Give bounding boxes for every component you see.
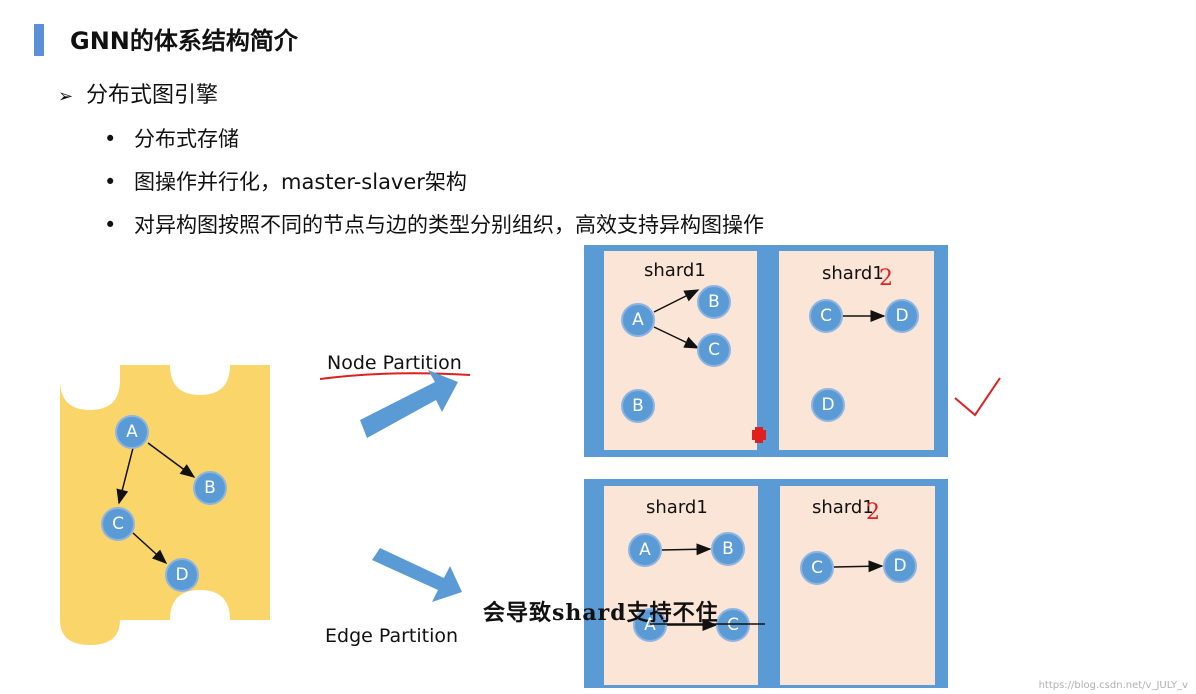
node-d: D [885,299,919,333]
shard-title: shard1 [822,263,884,284]
node-c: C [716,608,750,642]
node-a: A [633,608,667,642]
cursor-marker-icon [752,427,766,443]
node-partition-group: shard1 A B C B shard1 2 C D D [584,245,948,457]
svg-text:A: A [639,540,651,560]
handwritten-note: 会导致shard支持不住 [483,600,719,626]
shard-title: shard1 [644,260,706,281]
node-d: D [811,388,845,422]
svg-text:C: C [820,306,832,326]
red-underline [319,372,471,380]
svg-text:A: A [644,615,656,635]
node-d: D [883,549,917,583]
svg-text:B: B [722,539,734,559]
svg-text:B: B [632,396,644,416]
handwritten-annotation: 2 [866,500,880,525]
svg-text:B: B [708,292,720,312]
edge-a-b [661,543,712,556]
svg-text:D: D [821,395,834,415]
bullet-heterogeneous-graph: • 对异构图按照不同的节点与边的类型分别组织，高效支持异构图操作 [104,210,764,240]
slide-title: GNN的体系结构简介 [70,27,298,55]
node-c: C [809,299,843,333]
edge-a-b [147,442,196,478]
node-a: A [115,415,149,449]
node-a: A [621,303,655,337]
arrow-bullet-icon: ➢ [58,86,74,107]
svg-text:D: D [893,556,906,576]
edge-partition-label: Edge Partition [325,625,458,647]
edge-a-b [653,289,700,313]
shard-title: shard1 [812,497,874,518]
bullet-text: 分布式图引擎 [86,83,219,108]
node-b: B [711,532,745,566]
dot-bullet-icon: • [104,213,117,237]
node-b: B [621,389,655,423]
edge-c-d [132,532,168,565]
arrow-to-edge-partition-icon [372,548,462,602]
bullet-text: 图操作并行化，master-slaver架构 [134,170,467,194]
bullet-distributed-graph-engine: ➢ 分布式图引擎 [58,80,218,113]
bullet-distributed-storage: • 分布式存储 [104,124,239,154]
svg-text:A: A [126,422,138,442]
node-c: C [697,333,731,367]
edge-c-d [833,560,884,573]
shard-title: shard1 [646,497,708,518]
svg-text:C: C [112,514,124,534]
edge-partition-shard-left [604,486,758,685]
node-partition-shard-right [779,251,934,450]
handwritten-annotation: 2 [879,266,893,291]
edge-a-c [116,447,134,505]
red-checkmark-icon [954,377,1001,417]
edge-partition-shard-right [780,486,935,685]
node-c: C [101,507,135,541]
node-b: B [697,285,731,319]
dot-bullet-icon: • [104,170,117,194]
graph-storage-shape [60,365,270,645]
bullet-text: 对异构图按照不同的节点与边的类型分别组织，高效支持异构图操作 [134,213,764,237]
node-d: D [165,558,199,592]
svg-text:C: C [811,558,823,578]
node-b: B [193,471,227,505]
svg-text:B: B [204,478,216,498]
bullet-graph-parallel: • 图操作并行化，master-slaver架构 [104,167,467,197]
edge-a-c [653,326,700,349]
svg-text:D: D [895,306,908,326]
svg-text:C: C [727,615,739,635]
svg-text:D: D [175,565,188,585]
node-a: A [628,533,662,567]
edge-partition-group: shard1 A B A C shard1 2 C D [584,479,948,688]
svg-text:A: A [632,310,644,330]
watermark: https://blog.csdn.net/v_JULY_v [1039,680,1189,691]
title-accent-bar [34,24,44,56]
bullet-text: 分布式存储 [134,127,239,151]
svg-text:C: C [708,340,720,360]
dot-bullet-icon: • [104,127,117,151]
node-partition-label: Node Partition [327,352,462,374]
arrow-to-node-partition-icon [360,370,458,438]
node-c: C [800,551,834,585]
